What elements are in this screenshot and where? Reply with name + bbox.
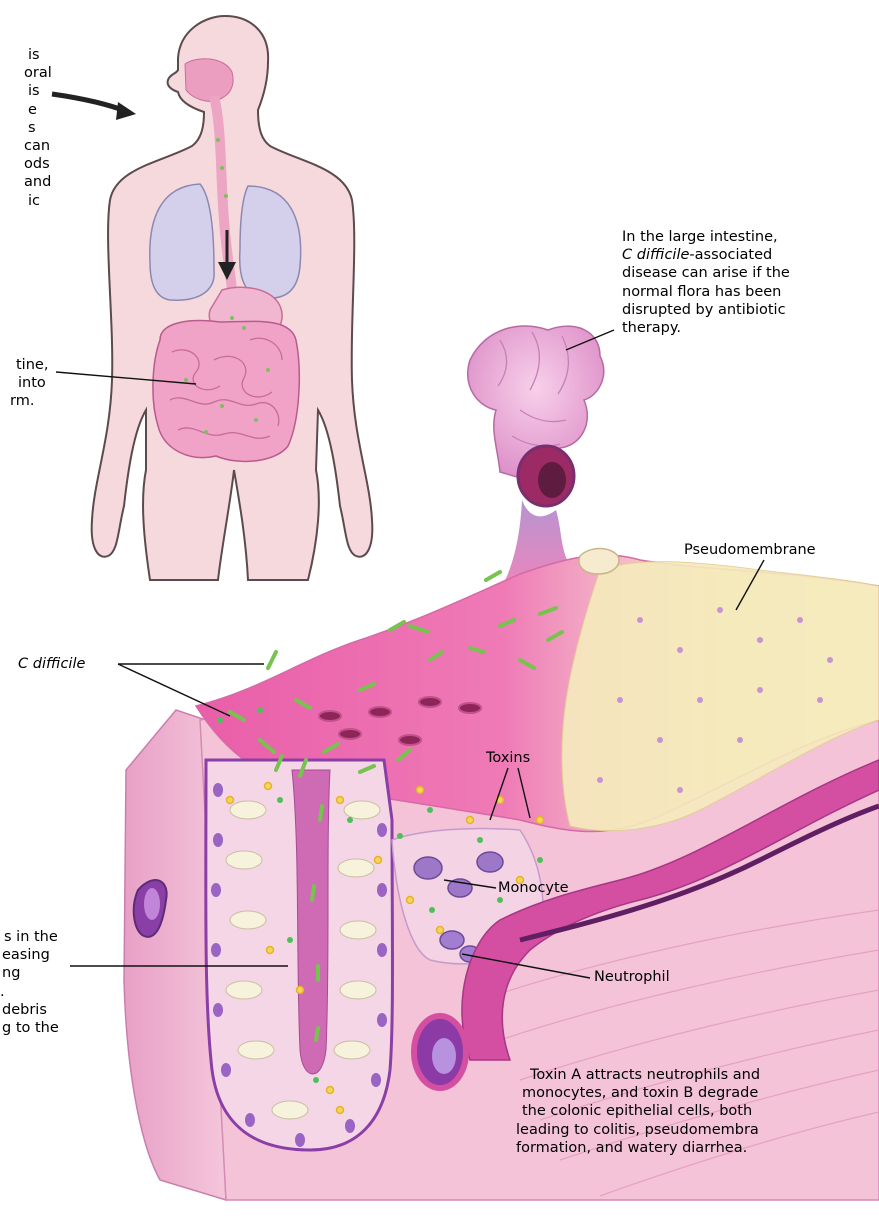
left-text-mid-line: into xyxy=(0,374,48,392)
caption-line: disrupted by antibiotic xyxy=(622,301,790,319)
left-text-bottom-line: . xyxy=(0,983,59,1001)
left-text-bottom-line: easing xyxy=(0,946,59,964)
bottom-caption-line: leading to colitis, pseudomembra xyxy=(516,1121,760,1139)
caption-line: disease can arise if the xyxy=(622,264,790,282)
bottom-caption-line: Toxin A attracts neutrophils and xyxy=(530,1066,760,1084)
left-text-bottom: s in the easing ng . debris g to the xyxy=(0,928,59,1037)
caption-organism: C difficile xyxy=(622,247,689,263)
left-text-top-line: can xyxy=(0,137,52,155)
left-text-mid-line: rm. xyxy=(0,392,48,410)
left-text-top-line: oral xyxy=(0,64,52,82)
label-toxins: Toxins xyxy=(486,749,530,767)
left-text-top-line: ods xyxy=(0,155,52,173)
label-pseudomembrane: Pseudomembrane xyxy=(684,541,816,559)
left-text-top-line: is xyxy=(0,82,52,100)
caption-line: In the large intestine, xyxy=(622,228,790,246)
intestines xyxy=(153,321,299,462)
pseudomembrane-plaque xyxy=(579,549,619,575)
caption-line: normal flora has been xyxy=(622,283,790,301)
human-figure xyxy=(52,16,372,580)
label-neutrophil: Neutrophil xyxy=(594,968,670,986)
caption-line-rest: -associated xyxy=(689,247,772,263)
bottom-caption-line: formation, and watery diarrhea. xyxy=(516,1139,760,1157)
arrow-into-mouth xyxy=(52,94,128,112)
left-text-top: is oral is e s can ods and ic xyxy=(0,46,52,210)
bottom-caption-line: monocytes, and toxin B degrade xyxy=(522,1084,760,1102)
left-text-bottom-line: ng xyxy=(0,964,59,982)
left-text-top-line: e xyxy=(0,101,52,119)
arrow-into-mouth-head xyxy=(116,102,136,120)
large-intestine-caption: In the large intestine, C difficile-asso… xyxy=(622,228,790,337)
left-text-bottom-line: g to the xyxy=(0,1019,59,1037)
left-text-bottom-line: s in the xyxy=(0,928,59,946)
label-c-difficile: C difficile xyxy=(18,655,85,673)
label-monocyte: Monocyte xyxy=(498,879,569,897)
left-text-top-line: and xyxy=(0,173,52,191)
left-text-mid-line: tine, xyxy=(0,356,48,374)
left-text-top-line: s xyxy=(0,119,52,137)
left-text-mid: tine, into rm. xyxy=(0,356,48,411)
bottom-caption: Toxin A attracts neutrophils and monocyt… xyxy=(530,1066,760,1157)
nasal-oral-cavity xyxy=(185,59,233,102)
large-intestine-segment xyxy=(468,326,604,590)
caption-line: C difficile-associated xyxy=(622,246,790,264)
caption-line: therapy. xyxy=(622,319,790,337)
left-text-top-line: ic xyxy=(0,192,52,210)
bottom-caption-line: the colonic epithelial cells, both xyxy=(522,1102,760,1120)
leader-cdiff-2 xyxy=(118,664,230,716)
left-text-bottom-line: debris xyxy=(0,1001,59,1019)
left-text-top-line: is xyxy=(0,46,52,64)
